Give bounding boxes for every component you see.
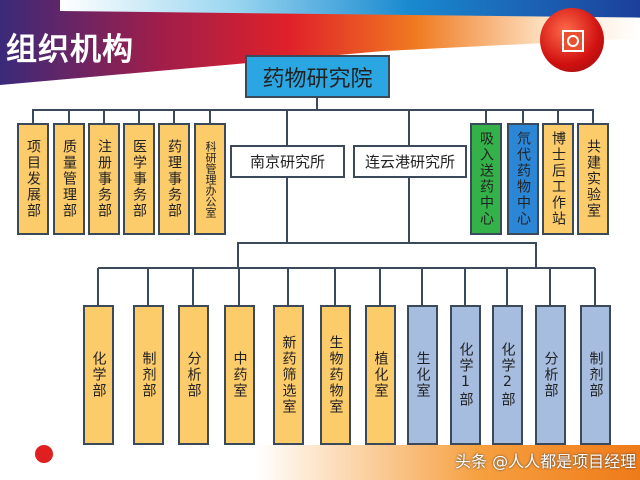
connector <box>408 110 410 145</box>
connector <box>238 268 240 305</box>
department-box: 注册事务部 <box>88 123 120 235</box>
department-box: 科研管理办公室 <box>194 123 226 235</box>
connector <box>549 268 551 305</box>
sub-department-box: 分析部 <box>535 305 566 445</box>
footer-dot <box>35 445 53 463</box>
sub-department-box: 化学2部 <box>492 305 523 445</box>
sub-department-box: 化学1部 <box>450 305 481 445</box>
connector <box>464 268 466 305</box>
connector <box>97 268 99 305</box>
connector <box>408 178 410 243</box>
department-box: 质量管理部 <box>53 123 85 235</box>
connector <box>32 109 594 111</box>
connector <box>485 110 487 123</box>
root-node: 药物研究院 <box>245 55 390 98</box>
sub-department-box: 制剂部 <box>133 305 164 445</box>
connector <box>286 178 288 243</box>
sub-department-box: 植化室 <box>365 305 396 445</box>
connector <box>173 110 175 123</box>
connector <box>138 110 140 123</box>
department-box: 医学事务部 <box>123 123 155 235</box>
department-box: 氘代药物中心 <box>507 123 539 235</box>
company-logo <box>540 8 604 72</box>
sub-department-box: 新药筛选室 <box>273 305 304 445</box>
connector <box>98 267 595 269</box>
sub-department-box: 分析部 <box>178 305 209 445</box>
sub-department-box: 制剂部 <box>580 305 611 445</box>
institute-lianyungang: 连云港研究所 <box>353 145 467 178</box>
connector <box>147 268 149 305</box>
page-title: 组织机构 <box>6 32 134 68</box>
department-box: 药理事务部 <box>158 123 190 235</box>
department-box: 共建实验室 <box>577 123 609 235</box>
connector <box>32 110 34 123</box>
sub-department-box: 生物药物室 <box>320 305 351 445</box>
connector <box>103 110 105 123</box>
connector <box>287 268 289 305</box>
connector <box>286 110 288 145</box>
department-box: 吸入送药中心 <box>470 123 502 235</box>
sub-department-box: 生化室 <box>407 305 438 445</box>
sub-department-box: 中药室 <box>224 305 255 445</box>
connector <box>379 268 381 305</box>
footer-band <box>0 445 640 480</box>
connector <box>237 242 537 244</box>
connector <box>535 242 537 268</box>
connector <box>334 268 336 305</box>
connector <box>594 268 596 305</box>
connector <box>522 110 524 123</box>
connector <box>592 110 594 123</box>
department-box: 博士后工作站 <box>542 123 574 235</box>
connector <box>68 110 70 123</box>
connector <box>192 268 194 305</box>
connector <box>557 110 559 123</box>
connector <box>421 268 423 305</box>
connector <box>316 97 318 110</box>
logo-icon <box>562 30 584 52</box>
connector <box>506 268 508 305</box>
department-box: 项目发展部 <box>17 123 49 235</box>
connector <box>237 242 239 268</box>
connector <box>209 110 211 123</box>
watermark: 头条 @人人都是项目经理 <box>455 452 637 471</box>
sub-department-box: 化学部 <box>83 305 114 445</box>
institute-nanjing: 南京研究所 <box>230 145 345 178</box>
